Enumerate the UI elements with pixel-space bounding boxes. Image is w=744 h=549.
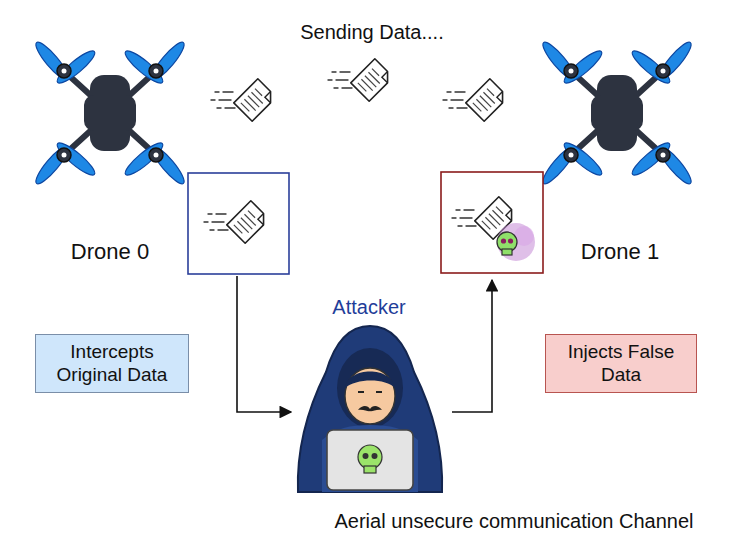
drone-name: Drone 1 — [581, 239, 659, 264]
document-icon — [443, 79, 508, 121]
intercept-arrow — [237, 276, 291, 412]
channel-label: Aerial unsecure communication Channel — [334, 510, 693, 533]
box-text: Intercepts Original Data — [42, 341, 182, 387]
malware-skull — [497, 223, 535, 261]
hacker-figure — [298, 326, 442, 492]
drone-name: Drone 0 — [71, 239, 149, 264]
inject-arrow — [452, 280, 492, 412]
false-data-box — [441, 172, 543, 273]
drone-icon — [32, 39, 188, 187]
document-icon — [211, 79, 276, 121]
attacker-label: Attacker — [332, 296, 405, 319]
callout-box: Intercepts Original Data — [35, 334, 189, 393]
caption-text: Sending Data.... — [300, 21, 443, 44]
box-text: Injects False Data — [552, 341, 690, 387]
document-icon — [204, 201, 269, 243]
callout-box: Injects False Data — [545, 334, 697, 393]
document-icon — [328, 59, 393, 101]
original-data-box — [188, 173, 289, 274]
drone-icon — [539, 39, 695, 187]
